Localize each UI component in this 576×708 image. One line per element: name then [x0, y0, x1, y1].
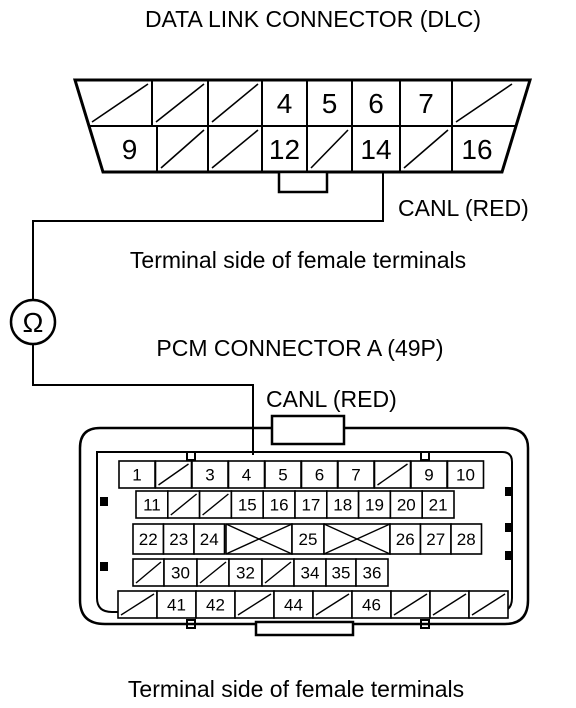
pcm-cell [410, 460, 448, 489]
pcm-terminal-35: 35 [332, 564, 351, 583]
pcm-blank-slash [393, 593, 428, 616]
pcm-terminal-32: 32 [236, 564, 255, 583]
pcm-blank-slash [377, 463, 408, 486]
pcm-terminal-44: 44 [284, 596, 303, 615]
dlc-blank-slash [211, 129, 259, 169]
pcm-terminal-28: 28 [457, 530, 476, 549]
dlc-terminal-4: 4 [277, 88, 293, 119]
pcm-cell [227, 460, 266, 489]
dlc-blank-slash [160, 129, 205, 169]
pcm-cell [191, 460, 229, 489]
dlc-terminal-12: 12 [269, 134, 300, 165]
pcm-terminal-11: 11 [143, 496, 161, 515]
pcm-cell [118, 460, 156, 489]
pcm-blank-slash [471, 593, 506, 616]
pcm-terminal-26: 26 [396, 530, 415, 549]
pcm-terminal-17: 17 [301, 496, 320, 515]
pcm-terminal-23: 23 [169, 530, 188, 549]
pcm-terminal-20: 20 [397, 496, 416, 515]
pcm-terminal-21: 21 [429, 496, 448, 515]
pcm-blank-slash [120, 593, 155, 616]
pcm-blank-slash [158, 463, 189, 486]
pcm-terminal-22: 22 [139, 530, 158, 549]
pcm-terminal-16: 16 [270, 496, 289, 515]
pcm-blank-slash [432, 593, 467, 616]
dlc-title: DATA LINK CONNECTOR (DLC) [145, 6, 481, 32]
dlc-terminal-5: 5 [322, 88, 338, 119]
pcm-cell [193, 523, 226, 555]
dlc-terminal-16: 16 [461, 134, 492, 165]
pcm-cell [355, 558, 389, 587]
pcm-cell [300, 460, 339, 489]
pcm-wire-label: CANL (RED) [266, 386, 397, 412]
pcm-terminal-18: 18 [333, 496, 352, 515]
pcm-cell [163, 558, 198, 587]
pcm-cell [421, 490, 455, 519]
dlc-connector [72, 78, 533, 194]
pcm-blank-slash [315, 593, 350, 616]
pcm-terminal-15: 15 [238, 496, 257, 515]
pcm-blank-slash [202, 493, 229, 516]
pcm-terminal-24: 24 [200, 530, 219, 549]
dlc-blank-slash [403, 129, 449, 169]
pcm-terminal-7: 7 [351, 466, 360, 485]
pcm-cell [389, 490, 423, 519]
pcm-blank-slash [135, 561, 162, 584]
pcm-blank-slash [237, 593, 272, 616]
pcm-terminal-10: 10 [456, 466, 475, 485]
pcm-terminal-46: 46 [362, 596, 381, 615]
pcm-x-line [323, 523, 391, 555]
dlc-side-caption: Terminal side of female terminals [130, 247, 466, 273]
pcm-cell [446, 460, 485, 489]
dlc-blank-slash [310, 129, 349, 169]
pcm-cell [450, 523, 483, 555]
dlc-wire-label: CANL (RED) [398, 195, 529, 221]
pcm-terminal-34: 34 [301, 564, 320, 583]
pcm-terminal-1: 1 [132, 466, 141, 485]
pcm-terminal-5: 5 [278, 466, 287, 485]
pcm-cell [135, 490, 169, 519]
pcm-terminal-25: 25 [299, 530, 318, 549]
pcm-cell [293, 558, 327, 587]
pcm-terminal-36: 36 [363, 564, 382, 583]
pcm-blank-slash [264, 561, 292, 584]
pcm-terminal-6: 6 [315, 466, 324, 485]
dlc-terminal-9: 9 [122, 134, 138, 165]
pcm-blank-slash [199, 561, 227, 584]
pcm-cell [195, 590, 236, 619]
pcm-cell [291, 523, 325, 555]
pcm-terminal-41: 41 [167, 596, 186, 615]
pcm-terminal-9: 9 [424, 466, 433, 485]
pcm-cell [162, 523, 195, 555]
pcm-terminal-4: 4 [242, 466, 251, 485]
pcm-latch-marks [100, 487, 513, 571]
pcm-cell [325, 490, 360, 519]
pcm-cell [156, 590, 197, 619]
dlc-terminal-14: 14 [360, 134, 391, 165]
dlc-terminal-7: 7 [418, 88, 434, 119]
pcm-x-line [225, 523, 293, 555]
pcm-terminal-30: 30 [171, 564, 190, 583]
pcm-terminal-27: 27 [426, 530, 445, 549]
ohm-symbol: Ω [23, 307, 44, 338]
pcm-terminal-3: 3 [205, 466, 214, 485]
meter-wire [32, 172, 384, 455]
pcm-side-caption: Terminal side of female terminals [128, 676, 464, 702]
pcm-title: PCM CONNECTOR A (49P) [156, 335, 443, 361]
dlc-blank-slash [91, 83, 149, 123]
pcm-terminal-19: 19 [365, 496, 384, 515]
dlc-blank-slash [155, 83, 205, 123]
dlc-terminal-6: 6 [368, 88, 384, 119]
pcm-terminal-42: 42 [206, 596, 225, 615]
pcm-blank-slash [170, 493, 198, 516]
pcm-cell [389, 523, 422, 555]
dlc-blank-slash [455, 83, 513, 123]
ohmmeter: Ω [9, 298, 57, 346]
pcm-connector [78, 414, 530, 637]
dlc-blank-slash [211, 83, 259, 123]
